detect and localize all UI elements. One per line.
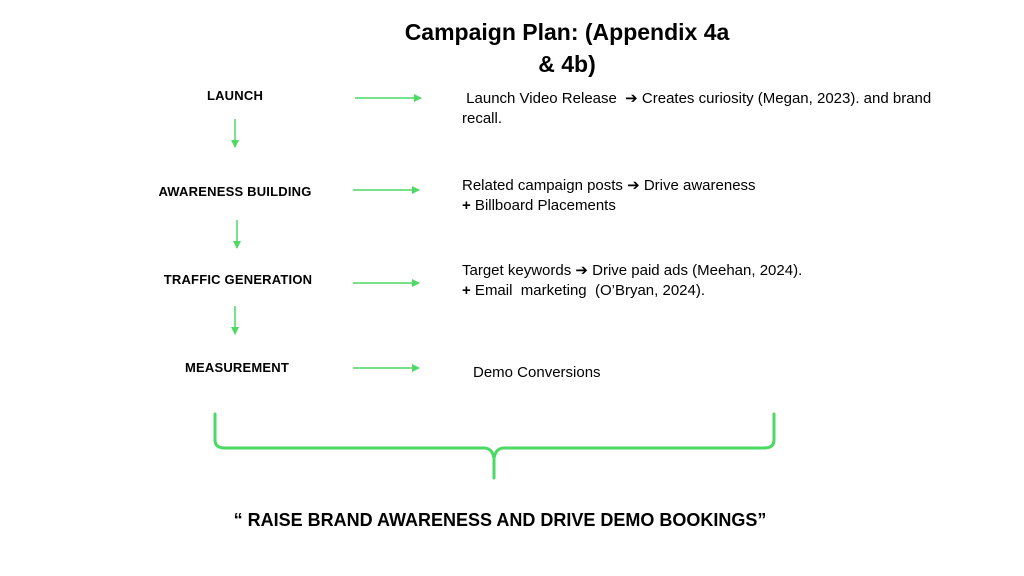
plus-sign: +	[462, 282, 471, 299]
desc-traffic-line-1: Target keywords ➔ Drive paid ads (Meehan…	[462, 262, 803, 279]
campaign-tagline: “ RAISE BRAND AWARENESS AND DRIVE DEMO B…	[233, 510, 767, 530]
summary-brace	[213, 412, 776, 480]
desc-launch-line-1: Launch Video Release ➔ Creates curiosity…	[462, 90, 932, 107]
desc-launch-line-2: recall.	[462, 110, 503, 127]
stage-desc-measurement: Demo Conversions	[473, 363, 1013, 383]
stage-label-launch: LAUNCH	[206, 88, 264, 103]
desc-awareness-line-2: + Billboard Placements	[462, 196, 1002, 216]
desc-traffic-line-2: + Email marketing (O’Bryan, 2024).	[462, 281, 1002, 301]
title-line-2: & 4b)	[538, 51, 596, 77]
desc-measurement-line-1: Demo Conversions	[473, 364, 601, 381]
desc-traffic-line-2-text: Email marketing (O’Bryan, 2024).	[470, 282, 706, 299]
plus-sign: +	[462, 197, 471, 214]
page-title: Campaign Plan: (Appendix 4a & 4b)	[380, 16, 754, 80]
stage-desc-awareness-building: Related campaign posts ➔ Drive awareness…	[462, 176, 1002, 216]
stage-label-measurement: MEASUREMENT	[184, 360, 290, 375]
stage-desc-traffic-generation: Target keywords ➔ Drive paid ads (Meehan…	[462, 261, 1002, 301]
stage-desc-launch: Launch Video Release ➔ Creates curiosity…	[462, 89, 1002, 129]
desc-awareness-line-1: Related campaign posts ➔ Drive awareness	[462, 177, 756, 194]
title-line-1: Campaign Plan: (Appendix 4a	[404, 19, 730, 45]
stage-label-awareness-building: AWARENESS BUILDING	[158, 184, 312, 199]
desc-awareness-line-2-text: Billboard Placements	[470, 197, 616, 214]
stage-label-traffic-generation: TRAFFIC GENERATION	[163, 272, 313, 287]
